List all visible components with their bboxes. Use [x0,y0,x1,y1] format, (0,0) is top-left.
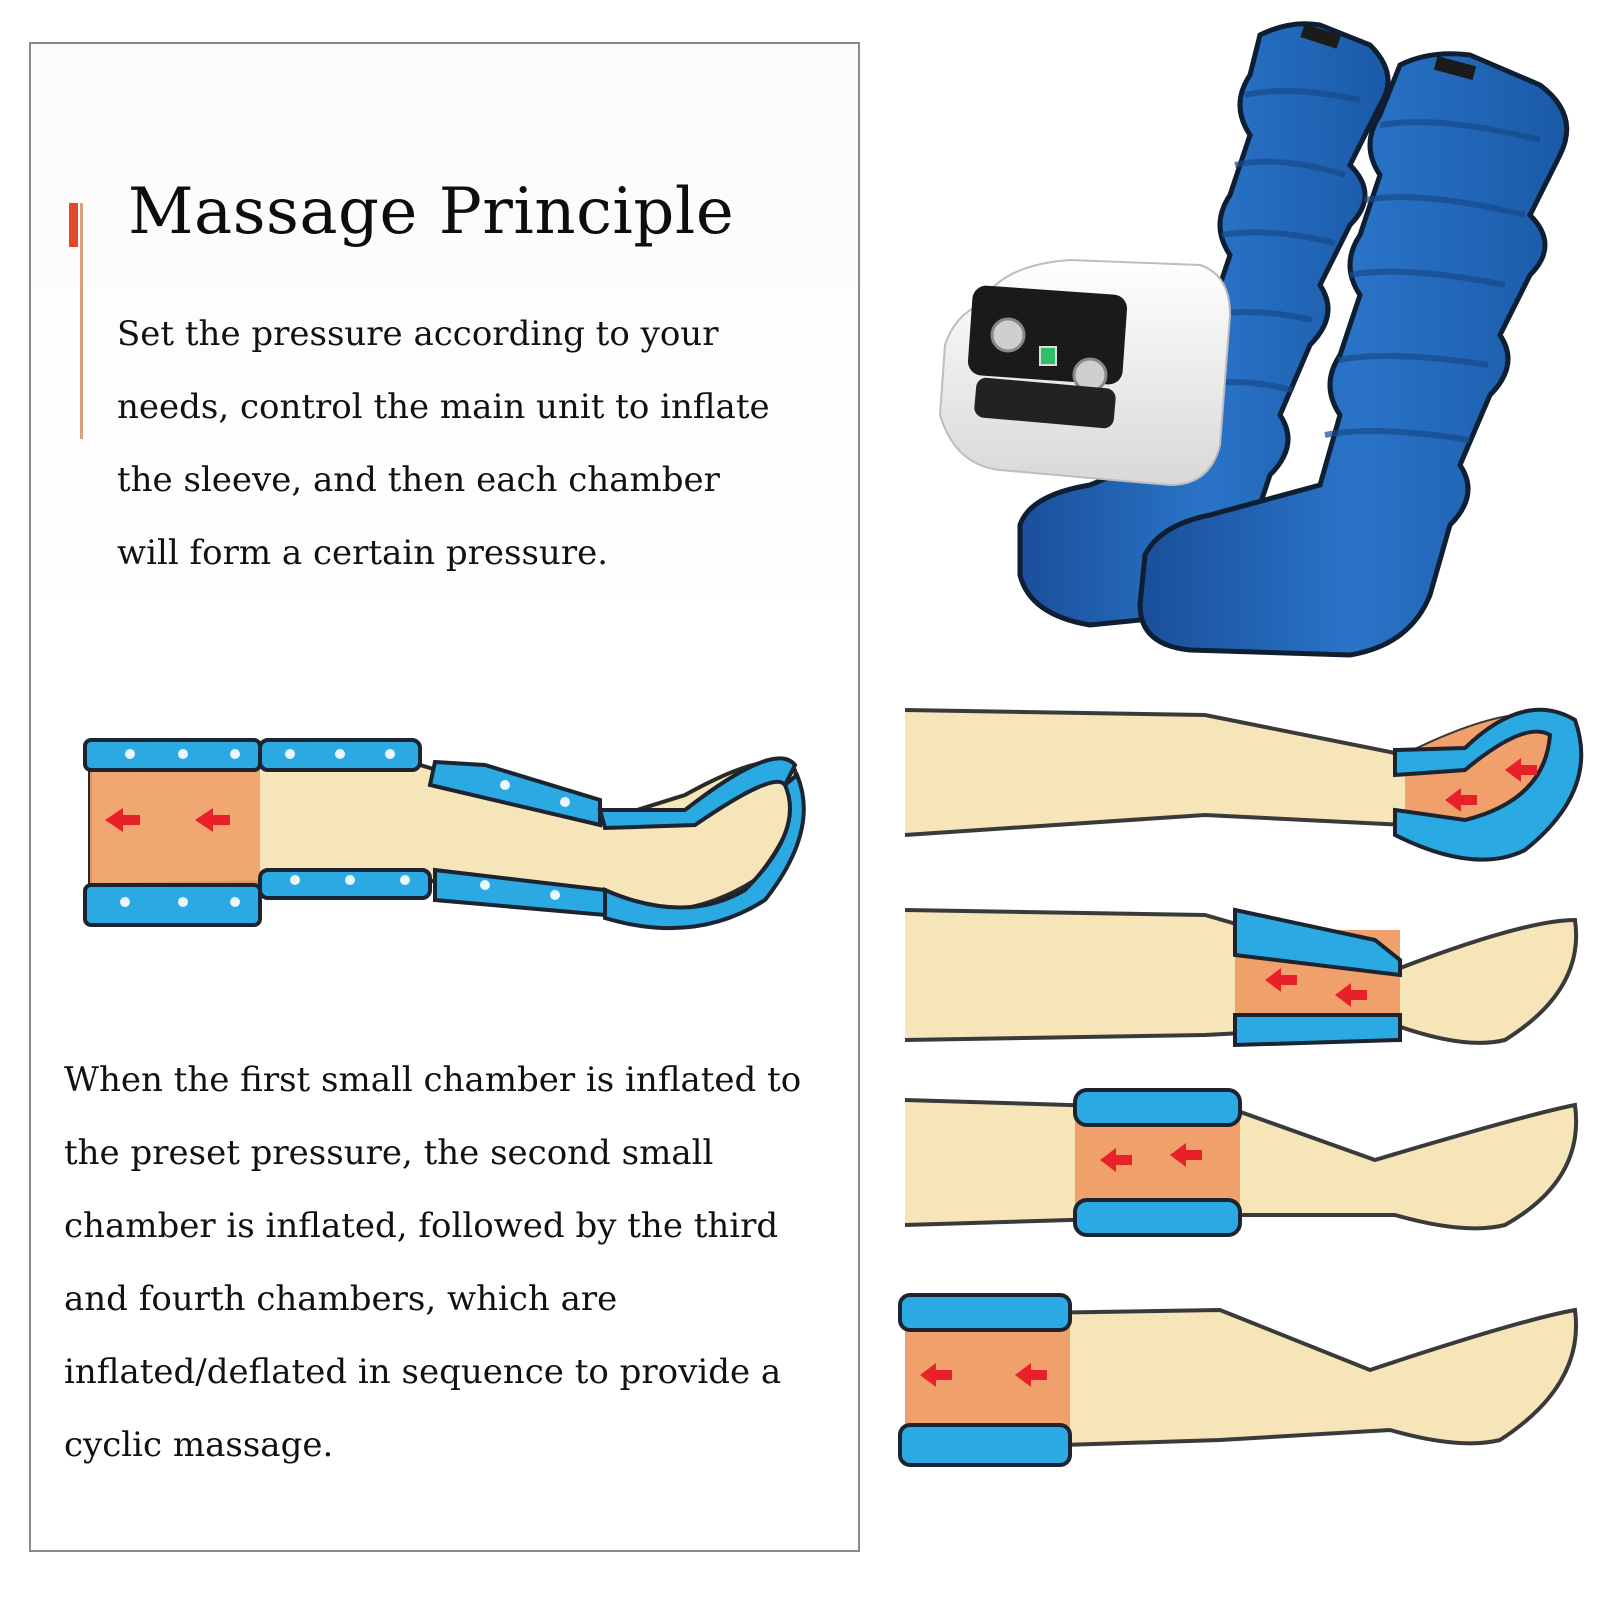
title-accent-line [80,203,83,439]
intro-line: needs, control the main unit to inflate [117,387,770,427]
sequence-line: inflated/deflated in sequence to provide… [64,1352,782,1392]
step-diagram-1 [904,707,1584,862]
title-accent-bar [69,203,78,247]
product-image [938,21,1570,658]
step-diagram-3 [904,1088,1579,1237]
step-diagram-4 [898,1293,1578,1467]
intro-line: will form a certain pressure. [117,533,609,573]
full-sleeve-diagram [83,738,806,931]
sequence-line: and fourth chambers, which are [64,1279,618,1319]
leg-sleeve-right [1137,51,1570,658]
control-unit [938,258,1232,487]
sequence-line: chamber is inflated, followed by the thi… [64,1206,779,1246]
page-title: Massage Principle [128,175,735,249]
step-diagram-2 [904,907,1579,1048]
intro-line: Set the pressure according to your [117,314,719,354]
sequence-line: cyclic massage. [64,1425,334,1465]
intro-paragraph: Set the pressure according to your needs… [117,298,770,590]
sequence-paragraph: When the first small chamber is inflated… [64,1044,801,1482]
sequence-line: When the first small chamber is inflated… [64,1060,802,1100]
intro-line: the sleeve, and then each chamber [117,460,720,500]
sequence-line: the preset pressure, the second small [64,1133,714,1173]
